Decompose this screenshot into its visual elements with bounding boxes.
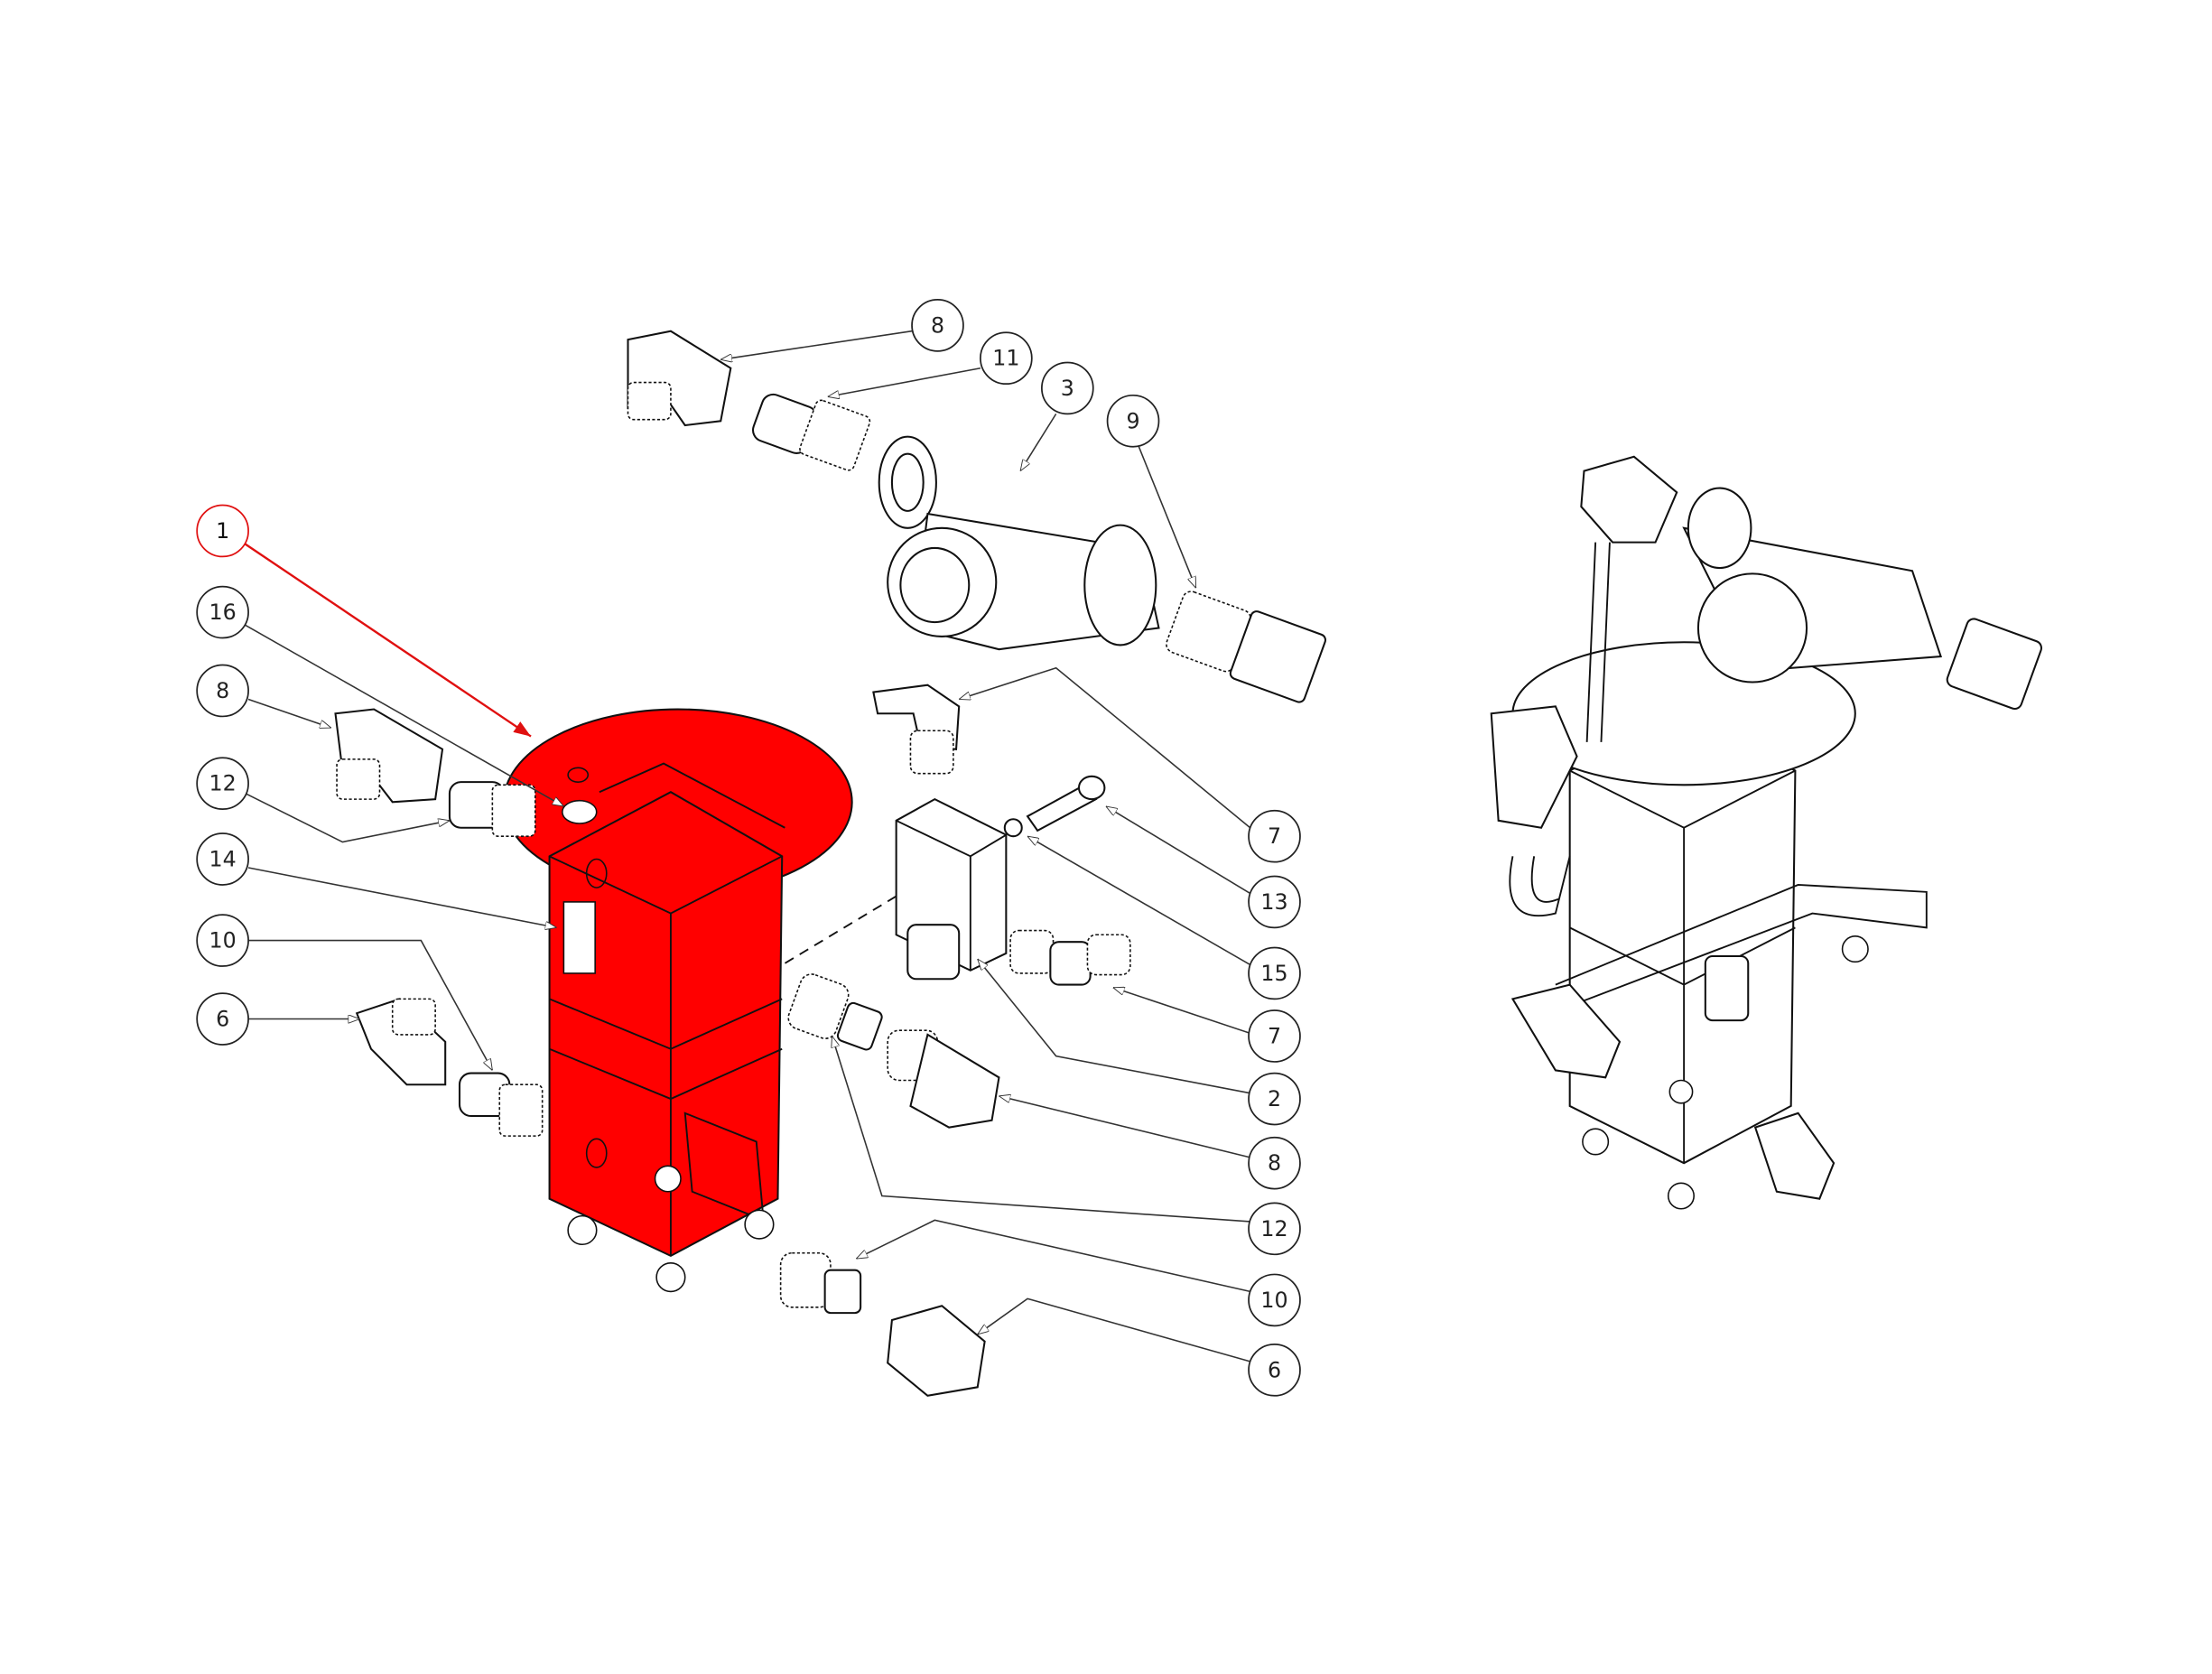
callout-8-right[interactable]: 8 <box>1248 1136 1301 1190</box>
svg-text:10: 10 <box>209 928 237 953</box>
svg-text:8: 8 <box>216 678 229 703</box>
straight-fitting-left-10 <box>458 1072 544 1137</box>
elbow-fitting-7-lower <box>1009 929 1131 986</box>
strainer-part-3 <box>878 435 1160 651</box>
callout-10-left[interactable]: 10 <box>196 914 249 967</box>
svg-text:6: 6 <box>1268 1357 1281 1382</box>
adapter-fitting-9 <box>1166 591 1327 703</box>
svg-text:15: 15 <box>1260 961 1287 986</box>
assembled-view <box>1490 455 2043 1210</box>
svg-text:12: 12 <box>1260 1216 1287 1242</box>
callout-2[interactable]: 2 <box>1248 1072 1301 1126</box>
svg-text:6: 6 <box>216 1007 229 1032</box>
callout-12-left[interactable]: 12 <box>196 757 249 811</box>
straight-fitting-11 <box>752 393 871 471</box>
svg-text:9: 9 <box>1126 408 1139 433</box>
callout-6-left[interactable]: 6 <box>196 992 249 1046</box>
svg-text:8: 8 <box>931 312 944 338</box>
elbow-fitting-top <box>627 330 732 427</box>
callout-6-right[interactable]: 6 <box>1248 1344 1301 1397</box>
callout-3[interactable]: 3 <box>1041 361 1094 415</box>
callout-8-left[interactable]: 8 <box>196 664 249 718</box>
callout-13[interactable]: 13 <box>1248 875 1301 929</box>
callout-7-upper[interactable]: 7 <box>1248 809 1301 863</box>
straight-fitting-right-10 <box>779 1251 862 1315</box>
callout-15[interactable]: 15 <box>1248 946 1301 1000</box>
elbow-fitting-7-upper <box>872 684 961 775</box>
leader-lines <box>242 330 1251 1362</box>
elbow-fitting-left-6 <box>355 998 447 1086</box>
svg-text:2: 2 <box>1268 1086 1281 1111</box>
callout-7-lower[interactable]: 7 <box>1248 1009 1301 1063</box>
callout-1[interactable]: 1 <box>196 504 249 558</box>
callout-12-right[interactable]: 12 <box>1248 1202 1301 1256</box>
svg-text:13: 13 <box>1260 889 1287 915</box>
svg-text:12: 12 <box>209 771 237 796</box>
callout-8-top[interactable]: 8 <box>911 299 964 352</box>
svg-text:16: 16 <box>209 600 237 625</box>
connector-right-6 <box>887 1305 986 1397</box>
svg-text:1: 1 <box>216 518 229 544</box>
elbow-fitting-left-8 <box>334 708 444 804</box>
straight-fitting-left-12 <box>448 781 536 838</box>
svg-text:11: 11 <box>992 346 1019 371</box>
svg-text:3: 3 <box>1061 376 1074 401</box>
svg-text:10: 10 <box>1260 1288 1287 1313</box>
pump-body-part-1[interactable] <box>502 708 853 1293</box>
svg-text:14: 14 <box>209 846 237 871</box>
callout-10-right[interactable]: 10 <box>1248 1273 1301 1327</box>
manifold-block-2 <box>784 797 1008 981</box>
elbow-fitting-right-8 <box>887 1029 1000 1129</box>
svg-text:8: 8 <box>1268 1150 1281 1176</box>
svg-text:7: 7 <box>1268 1023 1281 1048</box>
callout-11[interactable]: 11 <box>980 331 1033 386</box>
callout-9[interactable]: 9 <box>1106 394 1160 448</box>
straight-fitting-right-12 <box>787 973 883 1051</box>
callout-16[interactable]: 16 <box>196 585 249 639</box>
bolt-13 <box>1003 775 1106 838</box>
svg-text:7: 7 <box>1268 823 1281 849</box>
callout-14[interactable]: 14 <box>196 832 249 886</box>
